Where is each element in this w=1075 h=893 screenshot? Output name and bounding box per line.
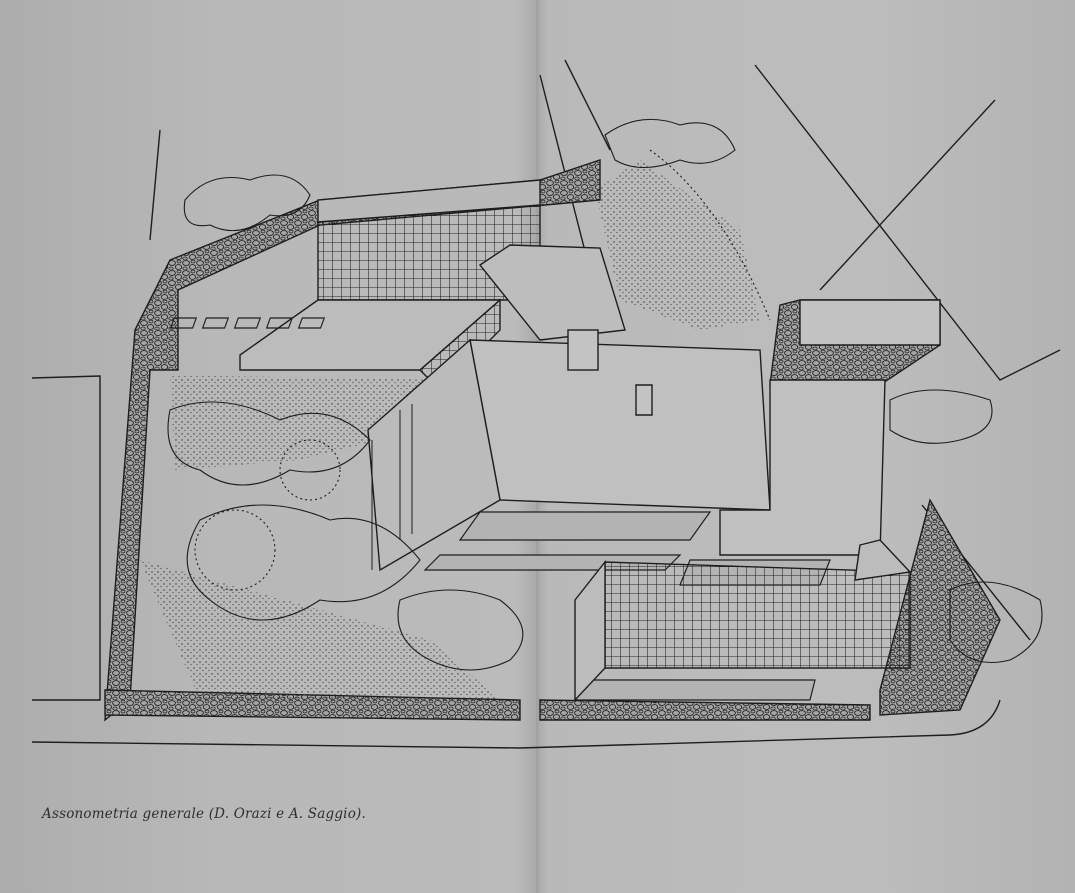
figure-caption: Assonometria generale (D. Orazi e A. Sag… — [42, 806, 366, 822]
